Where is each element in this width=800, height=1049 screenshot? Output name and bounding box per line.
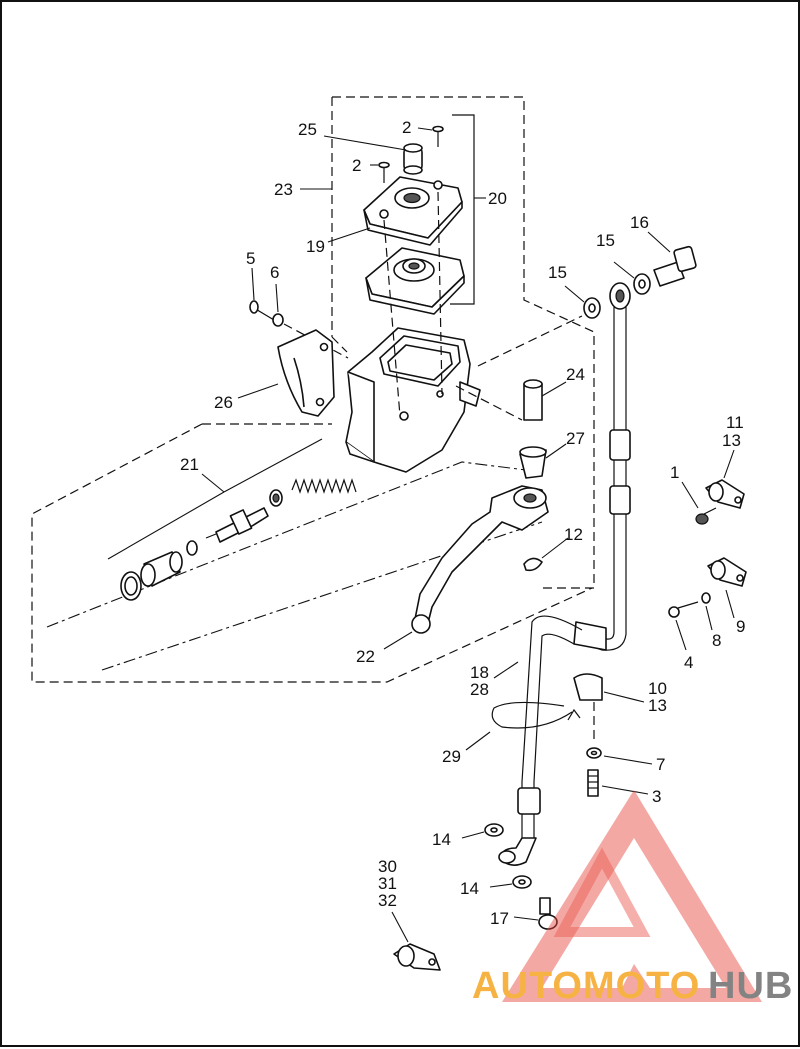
callout-2-lower: 2 <box>352 156 361 175</box>
callout-26: 26 <box>214 393 233 412</box>
washer-8 <box>701 592 711 604</box>
callout-3: 3 <box>652 787 661 806</box>
callout-4: 4 <box>684 653 693 672</box>
watermark-logo-inner <box>553 847 651 937</box>
retaining-ring <box>120 571 142 601</box>
callout-5: 5 <box>246 249 255 268</box>
watermark-brand-b: HUB <box>708 965 793 1007</box>
callout-29: 29 <box>442 747 461 766</box>
callout-13-lower: 13 <box>648 696 667 715</box>
callout-28: 28 <box>470 680 489 699</box>
screw-1 <box>695 507 717 525</box>
watermark-brand-a: AUTOMOTO <box>472 965 700 1007</box>
brake-line-lower <box>498 615 583 866</box>
piston <box>205 507 269 543</box>
seal-ring <box>269 489 283 507</box>
master-cylinder-body <box>345 327 481 473</box>
callout-23: 23 <box>274 180 293 199</box>
callout-15-right: 15 <box>596 231 615 250</box>
watermark: AUTOMOTO HUB <box>472 790 793 1007</box>
callout-9: 9 <box>736 617 745 636</box>
callout-8: 8 <box>712 631 721 650</box>
callout-14-lower: 14 <box>460 879 479 898</box>
callout-21: 21 <box>180 455 199 474</box>
callout-1: 1 <box>670 463 679 482</box>
callout-17: 17 <box>490 909 509 928</box>
brake-line-upper <box>573 307 631 651</box>
brake-lever-22 <box>411 485 549 634</box>
banjo-fitting-upper <box>609 282 631 310</box>
callout-27: 27 <box>566 429 585 448</box>
callout-16: 16 <box>630 213 649 232</box>
callout-labels: 25 2 2 23 20 19 5 6 16 15 15 24 26 27 11… <box>180 118 745 928</box>
callout-25: 25 <box>298 120 317 139</box>
callout-32: 32 <box>378 891 397 910</box>
pivot-pin-24 <box>523 379 543 421</box>
callout-12: 12 <box>564 525 583 544</box>
washer-6 <box>272 313 284 327</box>
boot <box>140 551 183 587</box>
callout-7: 7 <box>656 755 665 774</box>
washers-14 <box>484 823 532 889</box>
screw-3 <box>587 769 599 797</box>
reservoir-cap-25 <box>403 143 423 175</box>
callout-19: 19 <box>306 237 325 256</box>
leader-lines <box>107 127 735 943</box>
callout-22: 22 <box>356 647 375 666</box>
clip-10 <box>573 673 603 701</box>
callout-15-left: 15 <box>548 263 567 282</box>
washer-7 <box>586 747 602 759</box>
callout-13-upper: 13 <box>722 431 741 450</box>
banjo-bolt-16 <box>653 245 697 287</box>
screw-4 <box>668 601 699 618</box>
reservoir-cover-19 <box>363 176 463 246</box>
line-clip-9 <box>707 557 747 587</box>
bushing-27 <box>519 446 547 479</box>
line-clip-11 <box>705 479 745 509</box>
diaphragm-plate <box>365 247 465 315</box>
callout-6: 6 <box>270 263 279 282</box>
callout-10: 10 <box>648 679 667 698</box>
callout-18: 18 <box>470 663 489 682</box>
banjo-bolt-17 <box>538 897 558 930</box>
callout-2-upper: 2 <box>402 118 411 137</box>
line-clip-30 <box>393 943 441 971</box>
cover-screws <box>378 125 444 183</box>
callout-24: 24 <box>566 365 585 384</box>
callout-14-upper: 14 <box>432 830 451 849</box>
callout-20: 20 <box>488 189 507 208</box>
clamp-screw-5 <box>249 300 275 321</box>
cable-strap-29 <box>491 701 581 729</box>
retaining-clip-12 <box>523 557 543 572</box>
watermark-logo-triangle <box>502 790 762 1002</box>
callout-30: 30 <box>378 857 397 876</box>
callout-31: 31 <box>378 874 397 893</box>
banjo-washers-15 <box>583 273 651 319</box>
spring <box>291 478 357 494</box>
o-ring <box>186 540 198 556</box>
callout-11: 11 <box>726 413 744 432</box>
handlebar-clamp-26 <box>277 329 335 417</box>
